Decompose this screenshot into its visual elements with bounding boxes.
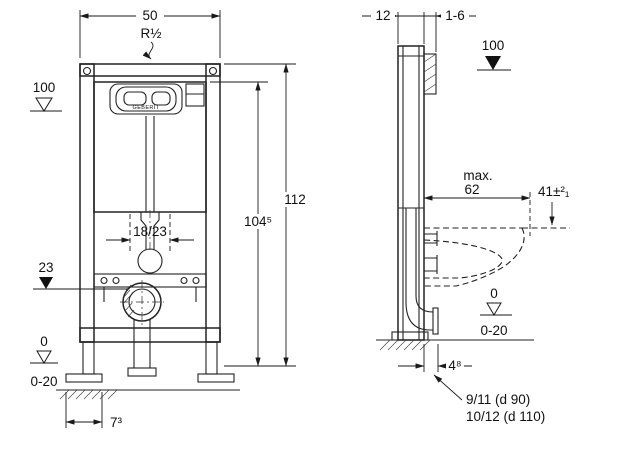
side-level-100: 100 bbox=[482, 38, 505, 53]
level-100-side: 100 bbox=[477, 38, 511, 71]
side-dim-depth: 12 bbox=[375, 8, 390, 23]
level-triangle-filled bbox=[485, 56, 501, 70]
front-dim-height-total: 112 bbox=[284, 192, 306, 207]
level-100-front: 100 bbox=[30, 80, 62, 112]
mounting-hole-left bbox=[82, 66, 92, 76]
water-supply-arrow bbox=[142, 41, 154, 60]
level-triangle-open bbox=[35, 97, 53, 112]
mounting-hole-right bbox=[208, 66, 218, 76]
front-view: GEBERIT bbox=[30, 8, 311, 430]
front-dim-height-upper: 104⁵ bbox=[244, 214, 272, 229]
drain-piping-side bbox=[405, 208, 439, 335]
front-level-100: 100 bbox=[33, 80, 56, 95]
dim-max-62: max. 62 bbox=[423, 168, 531, 236]
front-dim-width: 50 bbox=[142, 8, 157, 23]
foot-left bbox=[82, 341, 95, 375]
flush-plate bbox=[109, 83, 183, 115]
side-drain-size-d90: 9/11 (d 90) bbox=[466, 392, 530, 407]
level-0-front: 0 0-20 bbox=[30, 334, 58, 389]
flush-pipe-connection bbox=[137, 210, 163, 274]
cistern-profile bbox=[398, 55, 424, 209]
brand-label: GEBERIT bbox=[133, 105, 160, 111]
flush-tube bbox=[145, 116, 155, 212]
drain-socket bbox=[120, 280, 164, 377]
front-dim-foot: 7³ bbox=[110, 415, 123, 430]
dim-bowl-height-41: 41±²₁ bbox=[522, 184, 570, 229]
dim-height-104-5: 104⁵ bbox=[210, 81, 278, 367]
mounting-rail bbox=[93, 273, 207, 302]
side-level-0: 0 bbox=[490, 286, 498, 301]
flush-bend bbox=[137, 248, 163, 274]
side-max-value: 62 bbox=[464, 182, 479, 197]
dim-depth-12-and-wall-1-6: 12 1-6 bbox=[362, 8, 476, 52]
side-bowl-height: 41±²₁ bbox=[538, 184, 570, 199]
floor-side bbox=[376, 339, 534, 351]
flush-button-large bbox=[123, 91, 147, 106]
level-triangle-open bbox=[36, 350, 52, 364]
foot-plate-left bbox=[65, 373, 103, 383]
foot-plate-right bbox=[197, 373, 235, 383]
side-max-label: max. bbox=[463, 168, 492, 183]
drain-outlet-flange bbox=[432, 307, 439, 335]
fill-valve bbox=[185, 83, 205, 107]
water-supply: R½ bbox=[140, 26, 162, 60]
dim-width-50: 50 bbox=[79, 8, 221, 58]
side-view: 12 1-6 100 max. 62 41±²₁ 0 0-20 bbox=[362, 8, 570, 424]
drain-stub bbox=[424, 255, 438, 274]
level-0-side: 0 0-20 bbox=[480, 286, 512, 338]
dim-drain-offset-4-8: 4⁸ bbox=[398, 344, 472, 373]
front-dim-flush-pipe: 18/23 bbox=[133, 224, 167, 239]
flush-stub bbox=[424, 231, 438, 246]
side-dim-wall-gap: 1-6 bbox=[445, 8, 465, 23]
front-level-23: 23 bbox=[38, 260, 53, 275]
front-level-0: 0 bbox=[40, 334, 48, 349]
cistern: GEBERIT bbox=[93, 81, 207, 213]
wc-bowl-outline bbox=[423, 227, 525, 287]
drain-base bbox=[127, 367, 157, 377]
level-23-front: 23 bbox=[33, 260, 127, 290]
level-triangle-filled bbox=[39, 277, 53, 289]
floor-front bbox=[56, 389, 240, 400]
dim-foot-7-3: 7³ bbox=[65, 392, 123, 430]
foot-right bbox=[205, 341, 218, 375]
frame-profile bbox=[391, 45, 437, 341]
flush-button-small bbox=[151, 91, 171, 106]
side-drain-offset: 4⁸ bbox=[448, 358, 461, 373]
front-adjust-range: 0-20 bbox=[30, 374, 57, 389]
side-adjust-range: 0-20 bbox=[480, 323, 507, 338]
drain-down-pipe bbox=[133, 319, 151, 368]
dim-flush-pipe-18-23: 18/23 bbox=[106, 214, 194, 252]
water-connection-label: R½ bbox=[140, 26, 161, 41]
drain-size-callout: 9/11 (d 90) 10/12 (d 110) bbox=[433, 374, 545, 424]
side-drain-size-d110: 10/12 (d 110) bbox=[466, 409, 545, 424]
level-triangle-open bbox=[486, 302, 502, 316]
